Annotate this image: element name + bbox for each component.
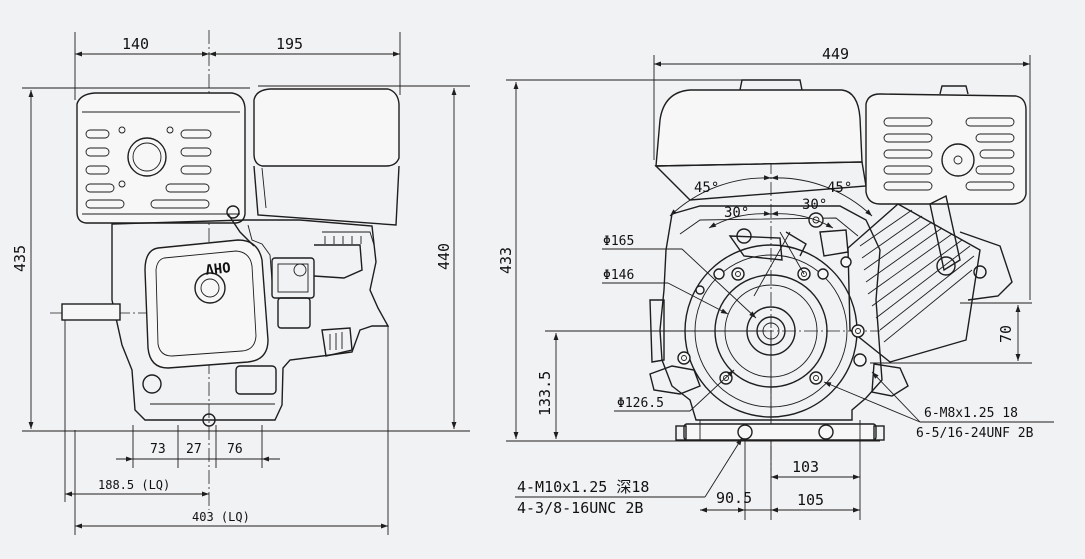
side-dimensions bbox=[513, 61, 1030, 513]
dim-front-73: 73 bbox=[150, 442, 166, 457]
angle-45-right: 45° bbox=[827, 180, 852, 196]
flywheel-circles bbox=[684, 244, 858, 418]
dim-side-449: 449 bbox=[822, 45, 849, 63]
dim-front-27: 27 bbox=[186, 442, 202, 457]
leader-lines bbox=[515, 231, 1054, 498]
linkage bbox=[728, 228, 849, 261]
front-extension-lines bbox=[22, 32, 470, 535]
crankshaft-front bbox=[61, 303, 121, 321]
engine-body bbox=[61, 205, 390, 427]
dim-side-133-5: 133.5 bbox=[536, 371, 554, 416]
angle-45-left: 45° bbox=[694, 180, 719, 196]
dim-side-433: 433 bbox=[497, 247, 515, 274]
air-cleaner-louvres bbox=[85, 126, 212, 209]
bolt-unf-label: 6-5/16-24UNF 2B bbox=[916, 426, 1034, 441]
dim-front-440: 440 bbox=[435, 243, 453, 270]
dim-front-76: 76 bbox=[227, 442, 243, 457]
fuel-tank bbox=[253, 88, 400, 226]
angle-30-right: 30° bbox=[802, 197, 827, 213]
front-view: 140 195 435 440 73 27 76 188.5 (LQ) 403 … bbox=[11, 30, 470, 535]
dim-side-90-5: 90.5 bbox=[716, 489, 752, 507]
dim-front-195: 195 bbox=[276, 35, 303, 53]
dim-side-70: 70 bbox=[997, 325, 1015, 343]
bolt-unc-label: 4-3/8-16UNC 2B bbox=[517, 499, 643, 517]
mounting-base bbox=[675, 420, 885, 441]
front-dimensions bbox=[28, 51, 457, 529]
dim-front-140: 140 bbox=[122, 35, 149, 53]
ohv-valve-cover bbox=[144, 239, 269, 369]
dia-165: Φ165 bbox=[603, 234, 634, 249]
bolt-m10-label: 4-M10x1.25 深18 bbox=[517, 478, 649, 496]
dim-front-188: 188.5 (LQ) bbox=[98, 478, 170, 492]
carburettor bbox=[271, 231, 375, 329]
dim-front-403: 403 (LQ) bbox=[192, 510, 250, 524]
side-air-cleaner-louvres bbox=[883, 117, 1015, 191]
angle-arcs bbox=[669, 175, 873, 229]
dim-side-105: 105 bbox=[797, 491, 824, 509]
crankcase bbox=[649, 205, 909, 421]
side-view: 449 433 133.5 45° 45° 30° 30° Φ165 Φ146 … bbox=[497, 45, 1054, 520]
dia-126-5: Φ126.5 bbox=[617, 396, 664, 411]
bolt-m8-label: 6-M8x1.25 18 bbox=[924, 406, 1018, 421]
air-cleaner bbox=[76, 92, 246, 224]
dim-front-435: 435 bbox=[11, 245, 29, 272]
dim-side-103: 103 bbox=[792, 458, 819, 476]
dia-146: Φ146 bbox=[603, 268, 634, 283]
ohv-label: OHV bbox=[204, 258, 231, 277]
side-air-cleaner bbox=[865, 85, 1027, 205]
bolt-holes bbox=[677, 212, 867, 385]
cylinder-fins bbox=[847, 194, 1013, 363]
angle-30-left: 30° bbox=[724, 205, 749, 221]
